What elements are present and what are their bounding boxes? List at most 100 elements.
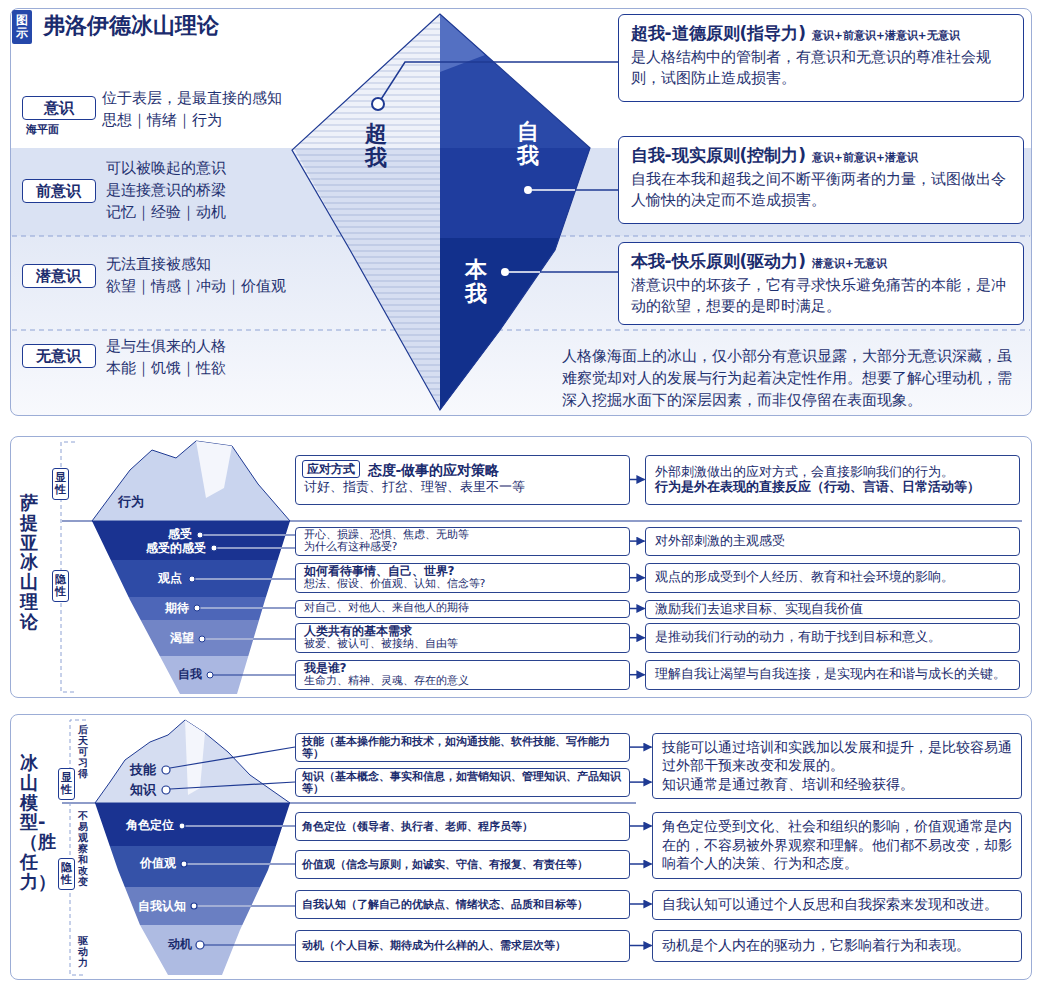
info-box-text: 本我-快乐原则(驱动力) [631,251,807,271]
note-box-text: 观点的形成受到个人经历、教育和社会环境的影响。 [655,570,1010,585]
note-box: 自我认知可以通过个人反思和自我探索来发现和改进。 [652,890,1022,920]
iceberg-label: 观点 [158,571,182,586]
iceberg-label: 感受的感受 [146,541,206,556]
info-box-text: 意识+前意识+潜意识+无意识 [812,29,959,41]
note-box-text: 理解自我让渴望与自我连接，是实现内在和谐与成长的关键。 [655,667,1010,682]
info-box-text: 是人格结构中的管制者，有意识和无意识的尊准社会规则，试图防止造成损害。 [631,47,1011,89]
panel: 萨提亚冰山理论显性隐性 态度-做事的应对策略讨好、指责、打岔、理智、表里不一等应对… [10,436,1032,698]
layer-box-text: 开心、损躁、恐惧、焦虑、无助等 [304,529,621,542]
connector-arrow [630,637,645,639]
layer-box-text: 价值观（信念与原则，如诚实、守信、有报复、有责任等） [302,858,623,871]
layer-box: 知识（基本概念、事实和信息，如营销知识、管理知识、产品知识等） [295,768,630,797]
side-tag-text: 显性 [55,472,66,496]
layer-box: 动机（个人目标、期待成为什么样的人、需求层次等） [295,930,630,962]
layer-box-text: 知识（基本概念、事实和信息，如营销知识、管理知识、产品知识等） [302,770,623,795]
iceberg-label: 本我 [465,258,487,306]
iceberg-label: 技能 [130,762,156,778]
connector-arrow [630,577,645,579]
connector-arrow [630,781,652,783]
connector-arrow [630,608,645,610]
level-tag: 意识 [22,96,96,120]
panel: 弗洛伊德冰山理论图示意识前意识潜意识无意识超我-道德原则(指导力)意识+前意识+… [10,8,1032,416]
level-text: 思想｜情绪｜行为 [102,110,222,130]
note-box-text: 是推动我们行动的动力，有助于找到目标和意义。 [655,630,1010,645]
note-box-text: 动机是个人内在的驱动力，它影响着行为和表现。 [662,936,1012,955]
side-tag-text: 显性 [61,772,72,796]
side-tag-text: 隐性 [61,862,72,886]
iceberg-label: 自我认知 [138,899,186,914]
level-text: 本能｜饥饿｜性欲 [106,358,226,378]
connector-arrow [630,825,652,827]
layer-box-text: 动机（个人目标、期待成为什么样的人、需求层次等） [302,939,623,952]
layer-box: 技能（基本操作能力和技术，如沟通技能、软件技能、写作能力等） [295,733,630,762]
info-box-text: 潜意识中的坏孩子，它有寻求快乐避免痛苦的本能，是冲动的欲望，想要的是即时满足。 [631,275,1011,317]
layer-box-text: 我是谁? [304,662,621,676]
iceberg-label: 行为 [118,494,144,510]
iceberg-label: 自我 [178,667,202,682]
layer-box-text: 人类共有的基本需求 [304,625,621,639]
panel-text: 冰山模型-（胜任力） [20,753,38,892]
iceberg-label: 自我 [517,120,539,168]
level-tag: 无意识 [22,344,96,368]
note-box: 技能可以通过培训和实践加以发展和提升，是比较容易通过外部干预来改变和发展的。知识… [652,733,1022,800]
tag-tab: 图示 [12,10,32,44]
note-box-text: 知识通常是通过教育、培训和经验获得。 [662,775,1012,794]
note-box: 角色定位受到文化、社会和组织的影响，价值观通常是内在的，不容易被外界观察和理解。… [652,812,1022,879]
level-text: 是连接意识的桥梁 [106,180,226,200]
level-text: 记忆｜经验｜动机 [106,202,226,222]
side-tag: 隐性 [52,570,69,602]
layer-box-text: 生命力、精神、灵魂、存在的意义 [304,675,621,688]
iceberg-label: 角色定位 [126,818,174,833]
layer-box: 价值观（信念与原则，如诚实、守信、有报复、有责任等） [295,850,630,879]
layer-box: 态度-做事的应对策略讨好、指责、打岔、理智、表里不一等应对方式 [295,455,630,505]
side-tag: 显性 [52,468,69,500]
layer-box: 如何看待事情、自己、世界?想法、假设、价值观、认知、信念等? [295,563,630,593]
layer-box: 人类共有的基本需求被爱、被认可、被接纳、自由等 [295,623,630,653]
layer-box-text: 角色定位（领导者、执行者、老师、程序员等） [302,820,623,833]
info-box: 超我-道德原则(指导力)意识+前意识+潜意识+无意识是人格结构中的管制者，有意识… [618,14,1024,102]
level-text: 位于表层，是最直接的感知 [102,88,282,108]
level-tag: 潜意识 [22,264,96,288]
info-box: 本我-快乐原则(驱动力) 潜意识+无意识潜意识中的坏孩子，它有寻求快乐避免痛苦的本… [618,242,1024,326]
info-box-text: 自我在本我和超我之间不断平衡两者的力量，试图做出令人愉快的决定而不造成损害。 [631,169,1011,211]
level-tag: 前意识 [22,179,96,203]
info-box-text: 意识+前意识+潜意识 [812,151,918,163]
level-tag-text: 潜意识 [23,266,95,286]
note-box-text: 行为是外在表现的直接反应（行动、言语、日常活动等） [655,480,1010,495]
sea-level-label: 海平面 [26,123,59,136]
info-box-text: 潜意识+无意识 [812,257,887,269]
note-box-text: 外部刺激做出的应对方式，会直接影响我们的行为。 [655,465,1010,480]
layer-box-text: 被爱、被认可、被接纳、自由等 [304,638,621,651]
iceberg-label: 知识 [130,782,156,798]
note-box: 动机是个人内在的驱动力，它影响着行为和表现。 [652,930,1022,962]
layer-box-text: 想法、假设、价值观、认知、信念等? [304,578,621,591]
layer-box: 开心、损躁、恐惧、焦虑、无助等为什么有这种感受? [295,527,630,556]
layer-box: 角色定位（领导者、执行者、老师、程序员等） [295,812,630,841]
panel: 冰山模型-（胜任力） 显性隐性 技能（基本操作能力和技术，如沟通技能、软件技能、写作… [10,714,1032,980]
connector-arrow [630,674,645,676]
note-box-text: 激励我们去追求目标、实现自我价值 [655,602,1010,617]
inline-tag-text: 应对方式 [307,462,355,476]
info-box-text: 自我-现实原则(控制力) [631,145,807,165]
layer-box-text: 技能（基本操作能力和技术，如沟通技能、软件技能、写作能力等） [302,735,623,760]
level-text: 可以被唤起的意识 [106,158,226,178]
note-box: 是推动我们行动的动力，有助于找到目标和意义。 [645,623,1020,653]
level-text: 是与生俱来的人格 [106,336,226,356]
side-tag: 隐性 [58,858,75,890]
iceberg-label: 动机 [168,937,192,952]
iceberg-label: 期待 [165,601,189,616]
layer-box-text: 讨好、指责、打岔、理智、表里不一等 [304,479,621,496]
note-box-text: 对外部刺激的主观感受 [655,534,1010,549]
connector-arrow [630,479,645,481]
tag-tab-text: 图示 [16,14,28,40]
iceberg-label: 超我 [365,122,387,170]
layer-box: 我是谁?生命力、精神、灵魂、存在的意义 [295,660,630,690]
connector-arrow [630,540,645,542]
note-box: 外部刺激做出的应对方式，会直接影响我们的行为。行为是外在表现的直接反应（行动、言… [645,455,1020,505]
note-box-text: 自我认知可以通过个人反思和自我探索来发现和改进。 [662,895,1012,914]
panel-text: 萨提亚冰山理论 [20,493,38,632]
layer-box-text: 为什么有这种感受? [304,541,621,554]
side-tag-text: 隐性 [55,574,66,598]
note-box: 理解自我让渴望与自我连接，是实现内在和谐与成长的关键。 [645,660,1020,690]
connector-arrow [630,746,652,748]
